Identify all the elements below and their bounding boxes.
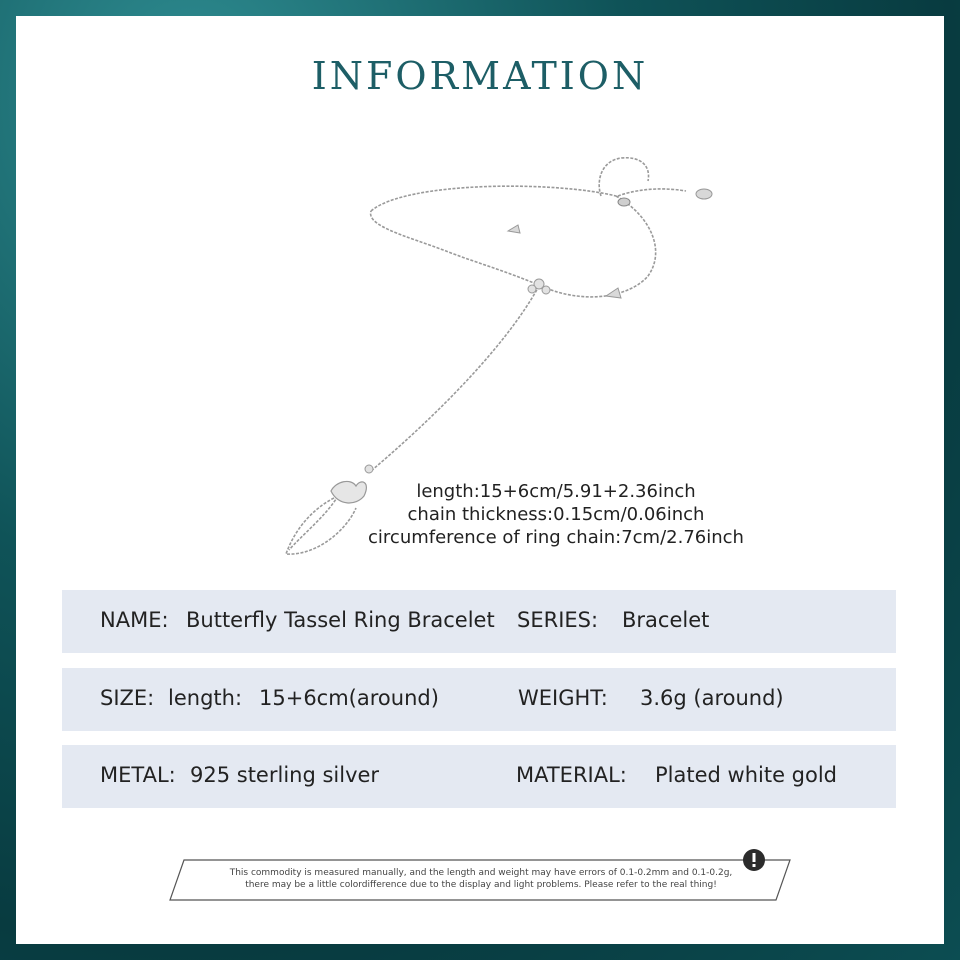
material-value: Plated white gold	[655, 763, 838, 787]
info-row-metal: METAL: 925 sterling silver MATERIAL: Pla…	[62, 745, 896, 808]
disclaimer-line-2: there may be a little colordifference du…	[245, 880, 717, 890]
series-label: SERIES:	[517, 608, 599, 632]
bracelet-image	[284, 156, 713, 555]
spec-ring-circumference: circumference of ring chain:7cm/2.76inch	[368, 527, 744, 548]
metal-value: 925 sterling silver	[190, 763, 380, 787]
spec-chain-thickness: chain thickness:0.15cm/0.06inch	[407, 504, 705, 525]
weight-value: 3.6g (around)	[640, 686, 784, 710]
size-label: SIZE:	[100, 686, 155, 710]
page-title: INFORMATION	[311, 54, 649, 98]
size-length-label: length:	[168, 686, 243, 710]
info-row-name: NAME: Butterfly Tassel Ring Bracelet SER…	[62, 590, 896, 653]
series-value: Bracelet	[622, 608, 710, 632]
name-value: Butterfly Tassel Ring Bracelet	[186, 608, 495, 632]
spec-length: length:15+6cm/5.91+2.36inch	[416, 481, 696, 502]
disclaimer-line-1: This commodity is measured manually, and…	[229, 868, 733, 878]
info-row-size: SIZE: length: 15+6cm(around) WEIGHT: 3.6…	[62, 668, 896, 731]
size-value: 15+6cm(around)	[259, 686, 439, 710]
disclaimer-text: This commodity is measured manually, and…	[196, 867, 766, 891]
material-label: MATERIAL:	[516, 763, 627, 787]
info-card: INFORMATION length:15+6cm/5.	[16, 16, 944, 944]
weight-label: WEIGHT:	[518, 686, 608, 710]
exclamation-icon	[743, 849, 765, 871]
metal-label: METAL:	[100, 763, 176, 787]
spec-text: length:15+6cm/5.91+2.36inch chain thickn…	[336, 480, 776, 549]
disclaimer-notice: This commodity is measured manually, and…	[166, 849, 796, 904]
name-label: NAME:	[100, 608, 169, 632]
disclaimer-frame	[169, 859, 791, 901]
